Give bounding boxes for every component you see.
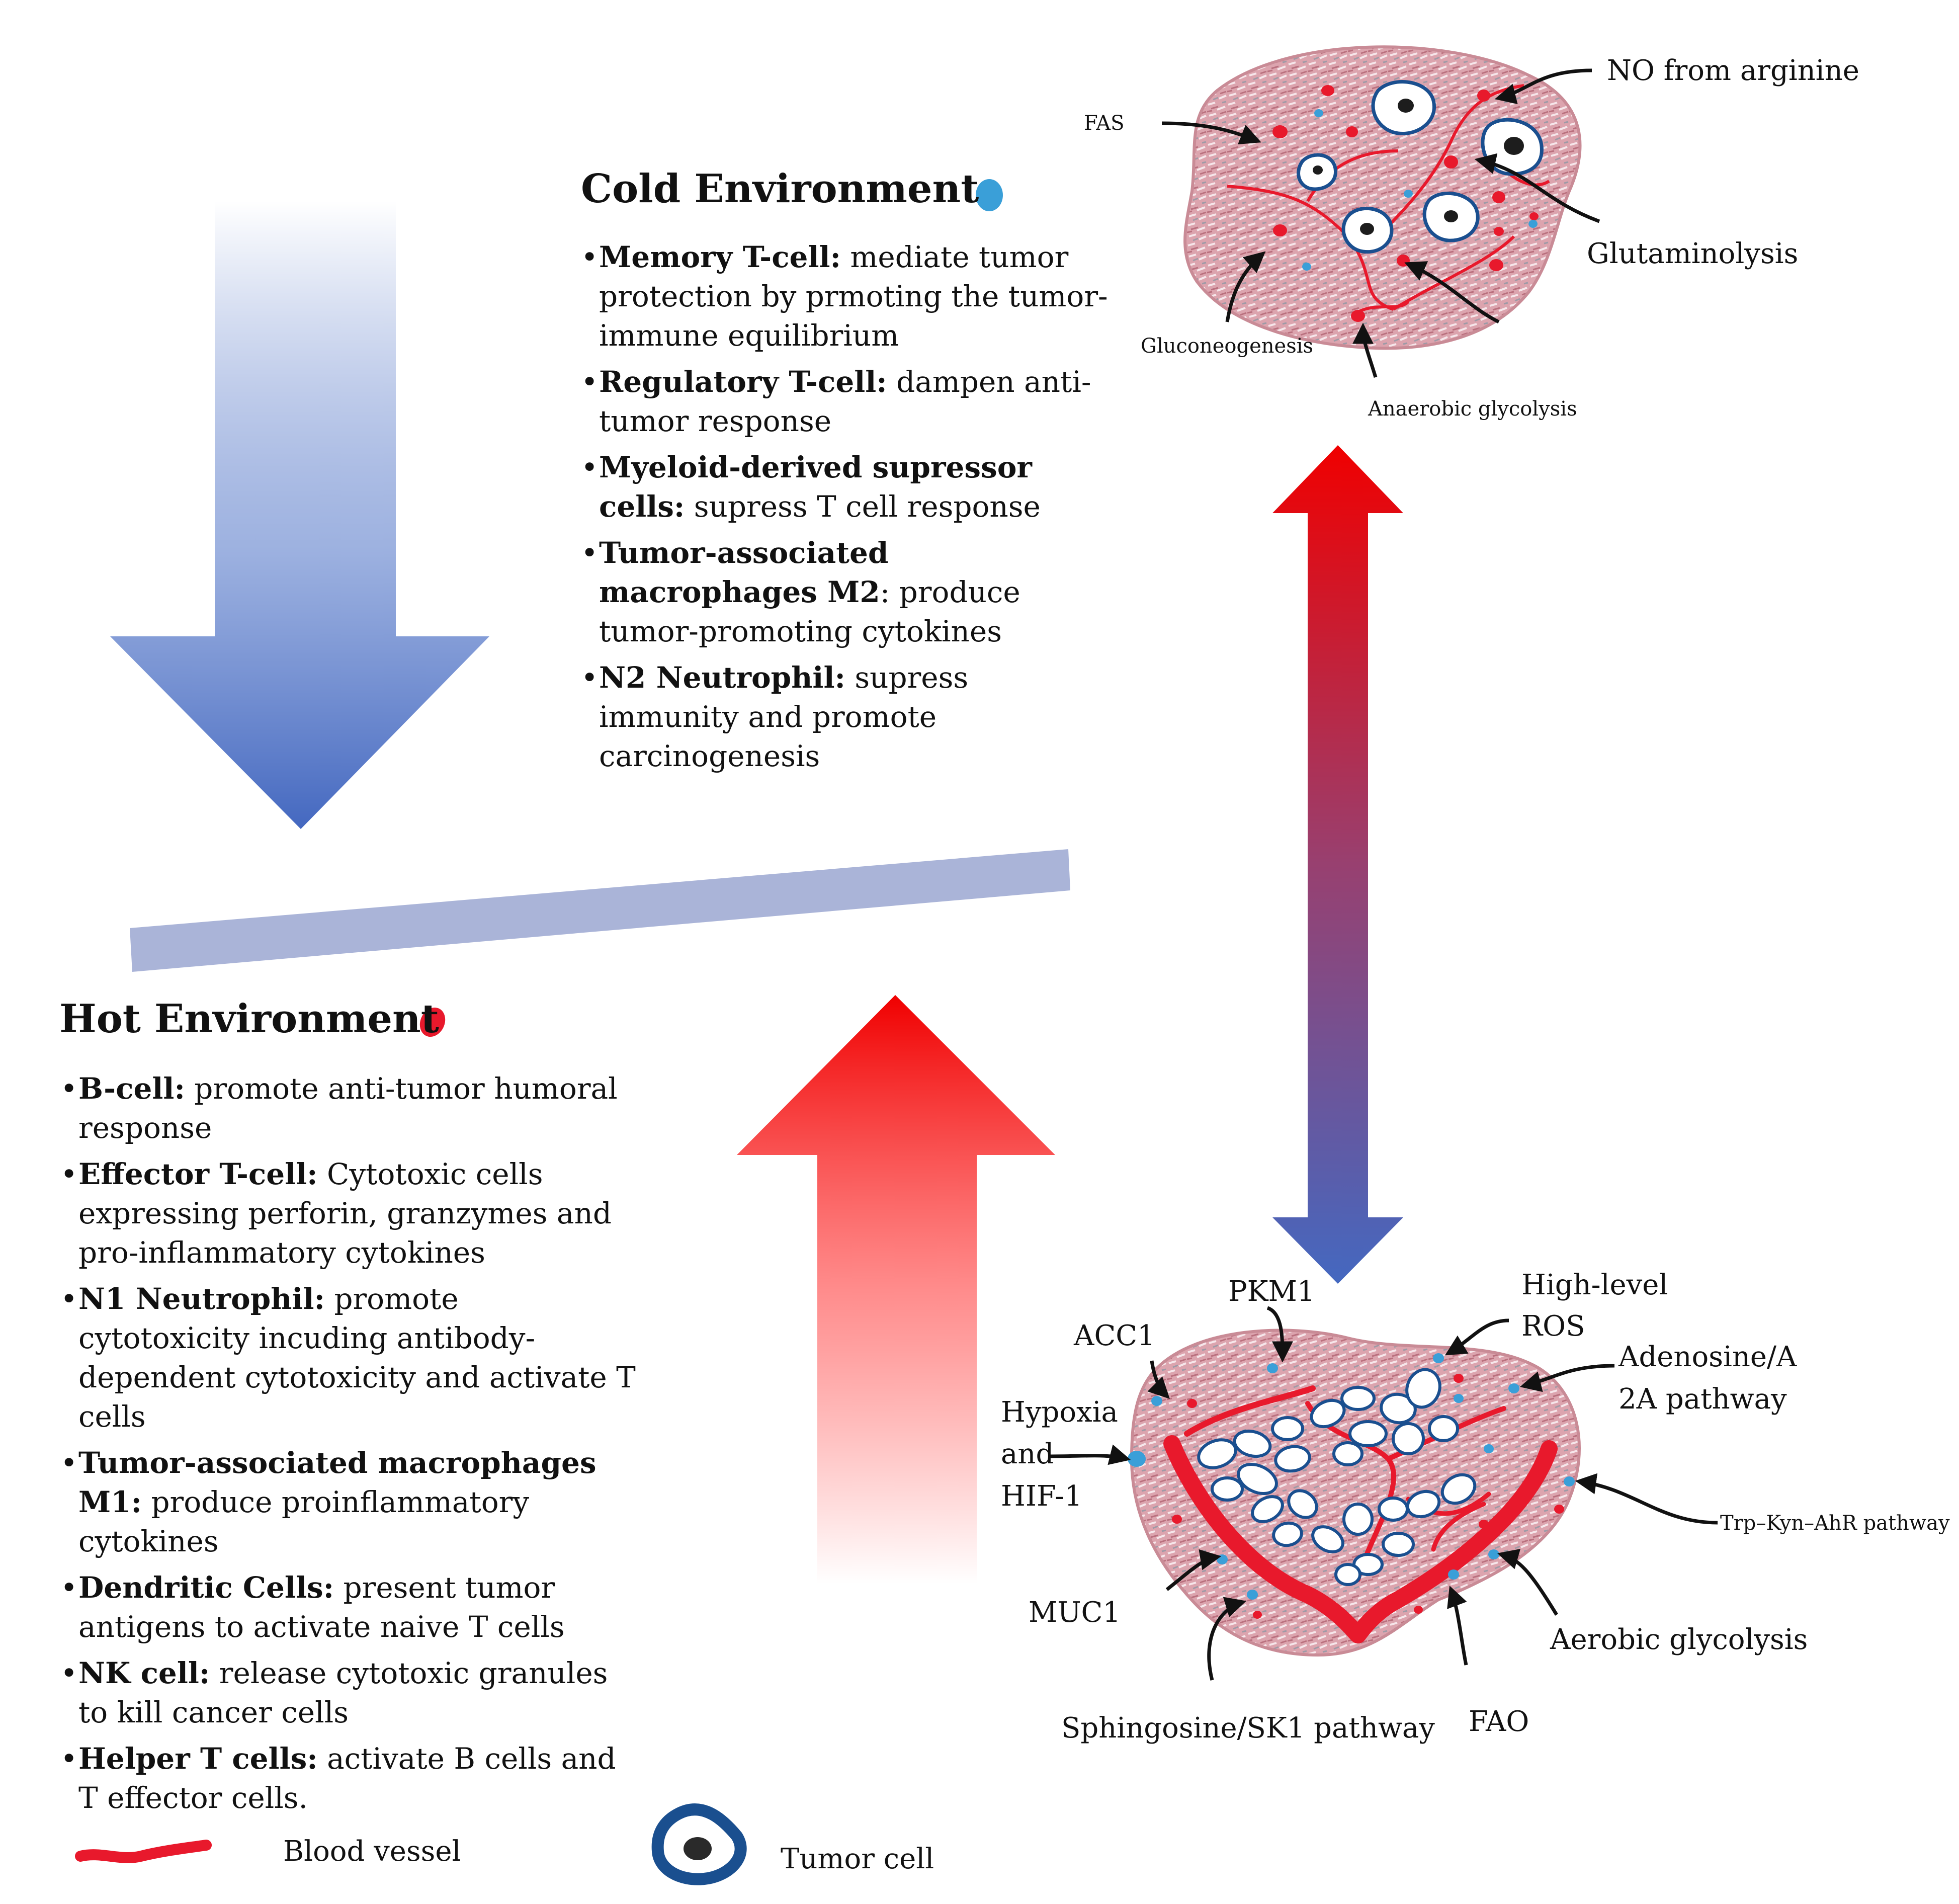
cell-type-description: promote cytotoxicity incuding antibody-d… (78, 1282, 636, 1434)
label-no-from-arginine: NO from arginine (1607, 54, 1859, 87)
label-ros: ROS (1521, 1310, 1585, 1343)
list-item: Dendritic Cells: present tumor antigens … (60, 1568, 639, 1646)
list-item: N2 Neutrophil: supress immunity and prom… (581, 658, 1109, 776)
cell-type-description: dampen anti-tumor response (599, 365, 1091, 438)
cold-tumor-tissue (1183, 45, 1582, 350)
label-anaerobic-glycolysis: Anaerobic glycolysis (1368, 397, 1577, 421)
list-item: Memory T-cell: mediate tumor protection … (581, 237, 1109, 355)
cell-type-term: Tumor-associated macrophages M2 (599, 536, 889, 609)
cold-cell-nuclei (1313, 99, 1524, 235)
label-high-level: High-level (1521, 1269, 1668, 1301)
cell-type-term: Tumor-associated macrophages M1: (78, 1446, 597, 1519)
cell-type-description: present tumor antigens to activate naive… (78, 1570, 565, 1644)
label-a2a-pathway: 2A pathway (1619, 1383, 1787, 1416)
cell-type-description: supress immunity and promote carcinogene… (599, 660, 969, 773)
cell-type-term: Helper T cells: (78, 1742, 318, 1776)
balance-bar (130, 849, 1070, 972)
cell-type-term: NK cell: (78, 1656, 210, 1690)
hot-environment-title: Hot Environment (59, 996, 439, 1042)
list-item: Regulatory T-cell: dampen anti-tumor res… (581, 362, 1109, 441)
legend-blood-vessel-label: Blood vessel (283, 1835, 461, 1868)
list-item: Tumor-associated macrophages M1: produce… (60, 1443, 639, 1561)
hot-tumor-cells (1197, 1368, 1477, 1586)
cell-type-description: : produce tumor-promoting cytokines (599, 575, 1020, 648)
cell-type-term: Myeloid-derived supressor cells: (599, 450, 1032, 524)
legend-tumor-cell-label: Tumor cell (781, 1843, 934, 1875)
list-item: B-cell: promote anti-tumor humoral respo… (60, 1069, 639, 1147)
list-item: N1 Neutrophil: promote cytotoxicity incu… (60, 1279, 639, 1436)
cold-blue-dots (1302, 109, 1538, 271)
label-glutaminolysis: Glutaminolysis (1587, 237, 1799, 270)
list-item: Effector T-cell: Cytotoxic cells express… (60, 1154, 639, 1272)
cell-type-term: N2 Neutrophil: (599, 660, 845, 695)
label-fas: FAS (1084, 112, 1125, 135)
list-item: Myeloid-derived supressor cells: supress… (581, 448, 1109, 526)
label-aerobic-glycolysis: Aerobic glycolysis (1550, 1623, 1808, 1656)
blood-vessel-legend-icon (75, 1840, 212, 1863)
hot-red-dots (1172, 1374, 1564, 1619)
label-acc1: ACC1 (1074, 1319, 1155, 1352)
label-and: and (1001, 1438, 1054, 1470)
cell-type-term: N1 Neutrophil: (78, 1282, 325, 1316)
label-fao: FAO (1469, 1705, 1529, 1738)
label-gluconeogenesis: Gluconeogenesis (1141, 335, 1314, 358)
tumor-cell-legend-icon (651, 1803, 747, 1885)
hot-blue-dots (1128, 1353, 1575, 1600)
cell-type-description: mediate tumor protection by prmoting the… (599, 240, 1108, 353)
label-muc1: MUC1 (1029, 1596, 1121, 1629)
label-adenosine: Adenosine/A (1619, 1341, 1797, 1373)
cold-environment-title: Cold Environment (581, 166, 979, 212)
cold-cell-list: Memory T-cell: mediate tumor protection … (581, 237, 1109, 783)
list-item: NK cell: release cytotoxic granules to k… (60, 1653, 639, 1732)
cell-type-description: supress T cell response (685, 489, 1041, 524)
cell-type-term: B-cell: (78, 1071, 185, 1106)
cell-type-description: activate B cells and T effector cells. (78, 1742, 616, 1815)
cell-type-term: Memory T-cell: (599, 240, 841, 274)
label-hypoxia: Hypoxia (1001, 1396, 1118, 1429)
cell-type-description: produce proinflammatory cytokines (78, 1485, 530, 1558)
hot-pointer-arrows (1048, 1306, 1718, 1681)
cold-red-dots (1272, 85, 1539, 322)
list-item: Helper T cells: activate B cells and T e… (60, 1739, 639, 1817)
label-hif-1: HIF-1 (1001, 1480, 1082, 1513)
label-trp-kyn-ahr: Trp–Kyn–AhR pathway (1720, 1512, 1950, 1535)
cell-type-description: release cytotoxic granules to kill cance… (78, 1656, 608, 1729)
cold-indicator-dot (976, 179, 1003, 211)
hot-up-arrow (737, 995, 1055, 1584)
cell-type-description: Cytotoxic cells expressing perforin, gra… (78, 1157, 612, 1270)
list-item: Tumor-associated macrophages M2: produce… (581, 533, 1109, 651)
cell-type-description: promote anti-tumor humoral response (78, 1071, 618, 1145)
label-sphingosine: Sphingosine/SK1 pathway (1061, 1712, 1435, 1745)
cell-type-term: Regulatory T-cell: (599, 365, 887, 399)
hot-indicator-dot (419, 1007, 446, 1037)
cell-type-term: Effector T-cell: (78, 1157, 318, 1191)
cold-down-arrow (110, 201, 489, 829)
hot-tumor-tissue (1128, 1329, 1581, 1657)
hot-cell-list: B-cell: promote anti-tumor humoral respo… (60, 1069, 639, 1825)
cold-pointer-arrows (1161, 68, 1600, 378)
label-pkm1: PKM1 (1228, 1275, 1315, 1308)
double-arrow (1272, 445, 1403, 1284)
cell-type-term: Dendritic Cells: (78, 1570, 334, 1605)
